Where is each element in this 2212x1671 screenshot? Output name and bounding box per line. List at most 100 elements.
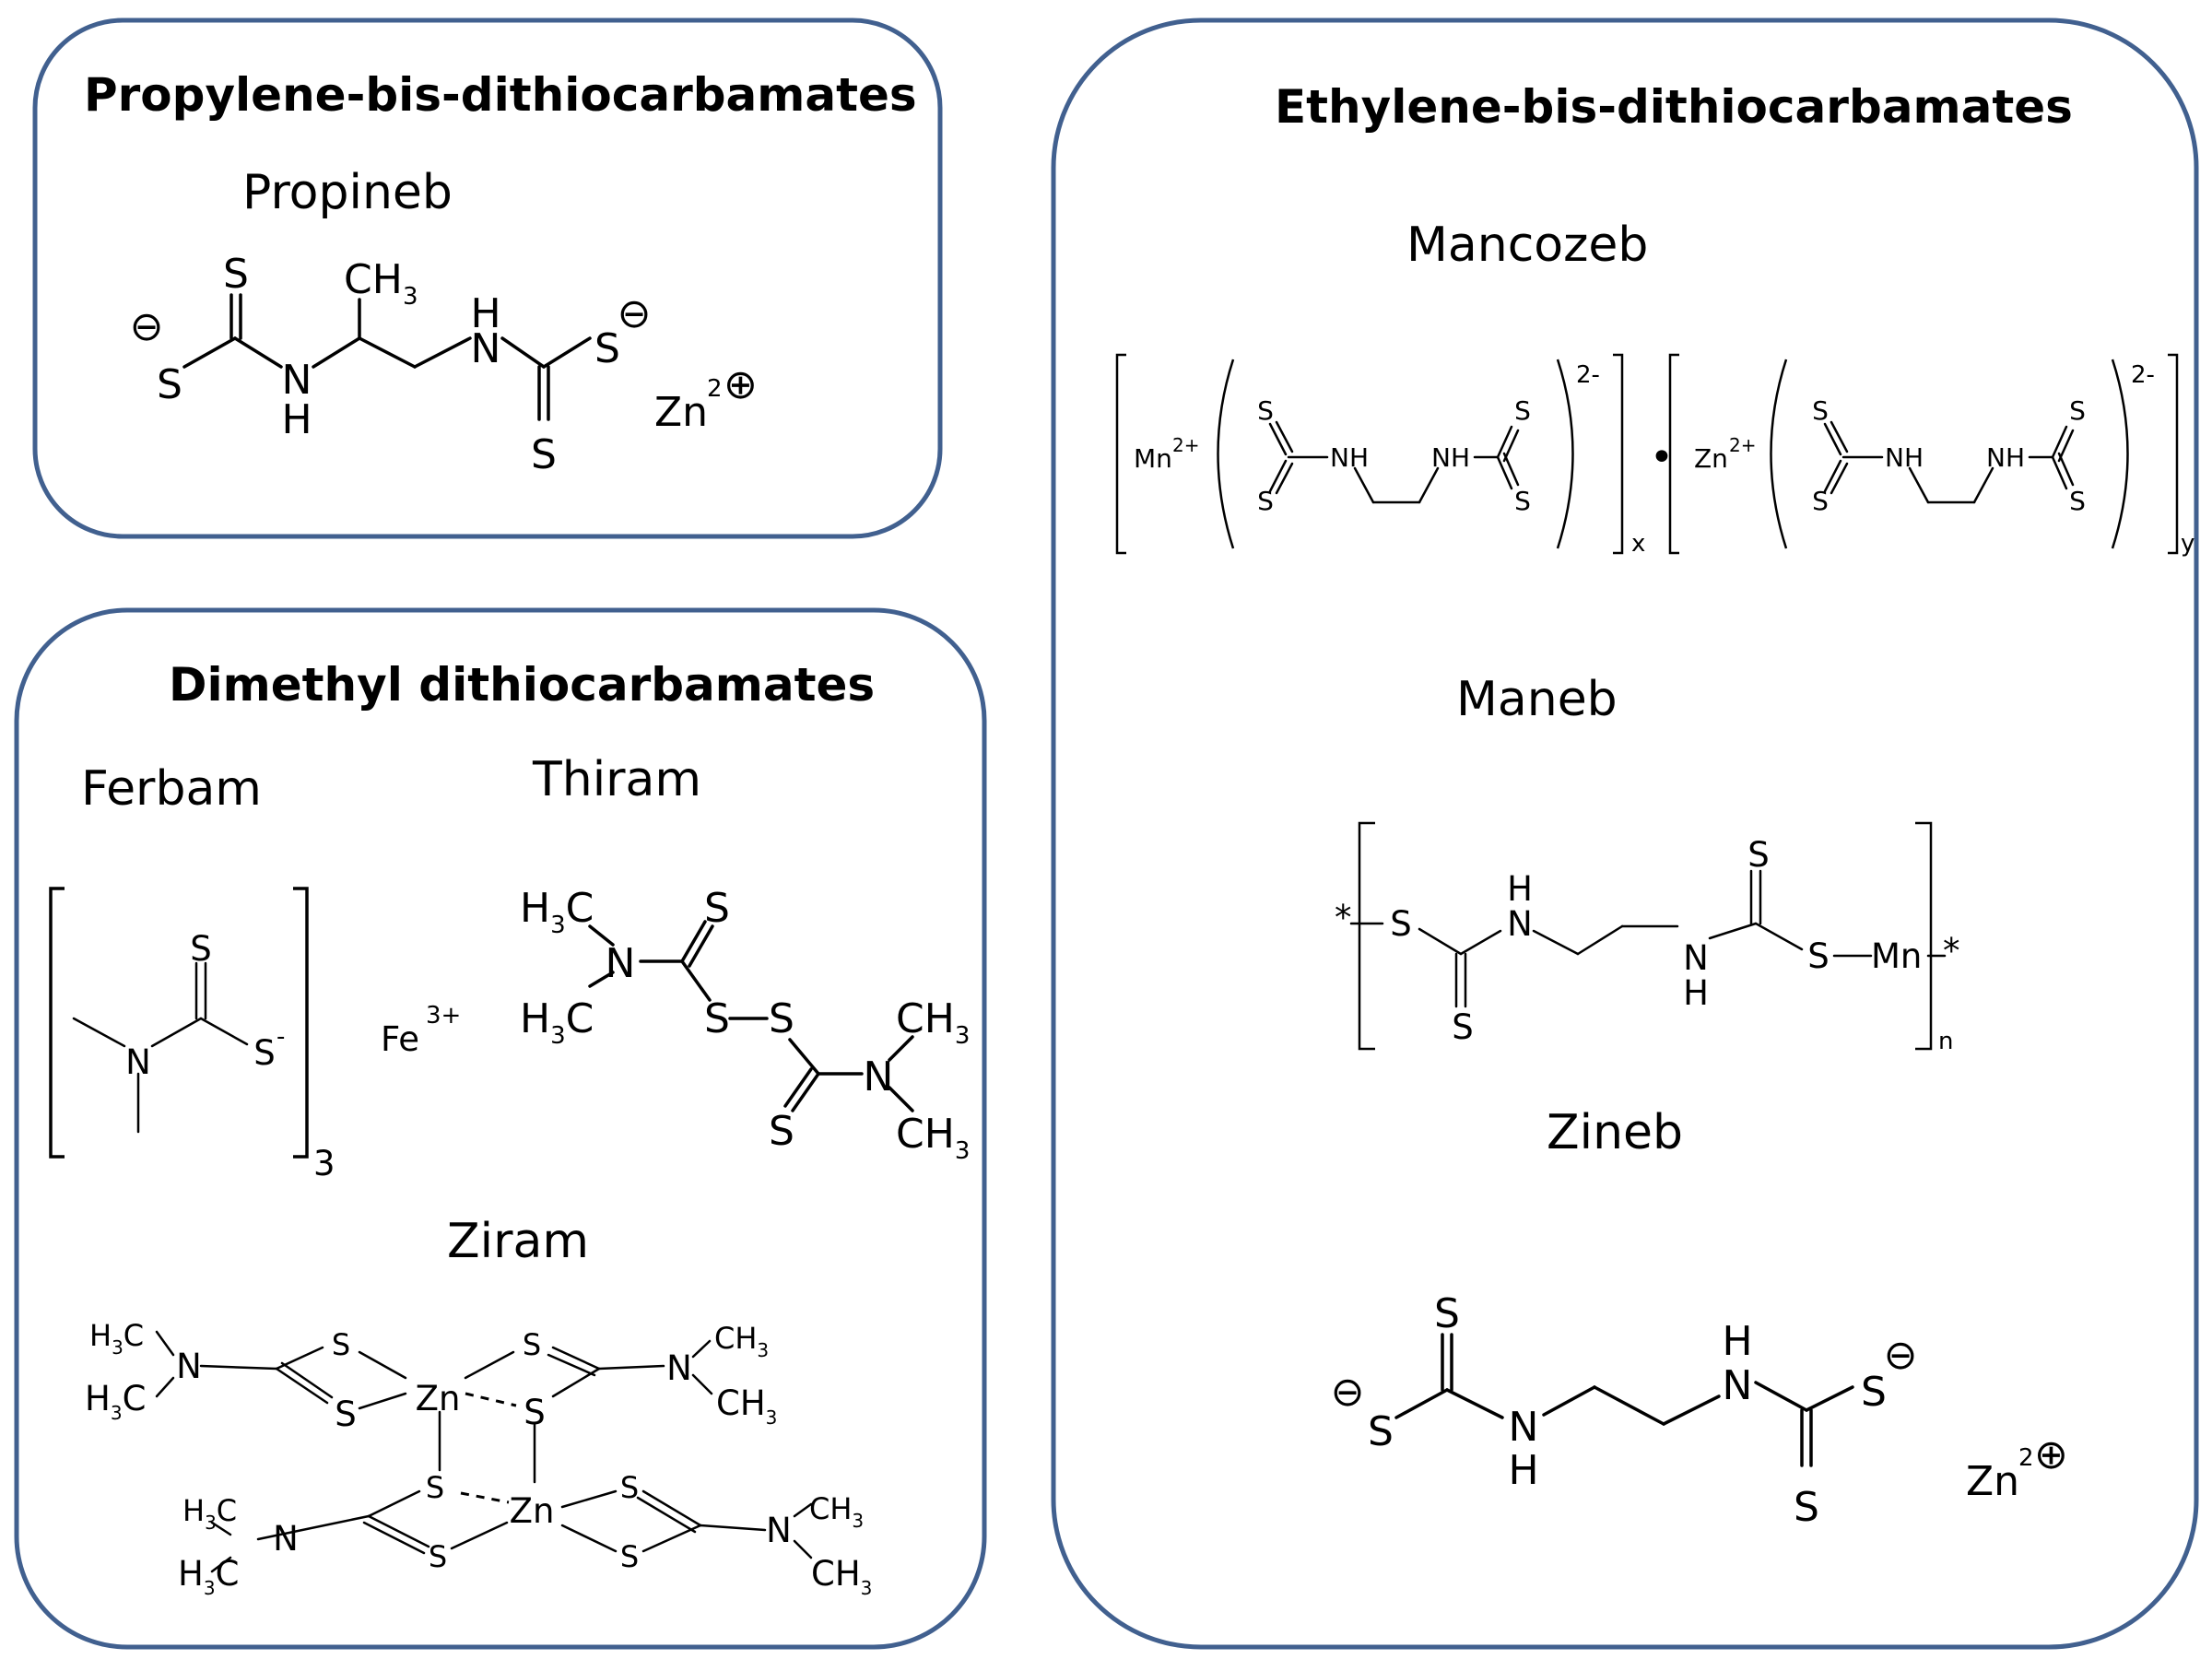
maneb-n2: N: [1683, 938, 1709, 978]
ziram-s3: S: [523, 1327, 541, 1362]
maneb-star-right: *: [1943, 931, 1960, 971]
propineb-structure: ⊖ S S N H CH 3 H N S ⊖ S Zn 2 ⊕: [130, 251, 758, 478]
zineb-s3: S: [1861, 1369, 1887, 1416]
maneb-h1: H: [1507, 869, 1533, 909]
zineb-minus-left: ⊖: [1331, 1369, 1365, 1416]
ziram-ch3-3: CH3: [809, 1491, 864, 1532]
ziram-n1: N: [176, 1347, 202, 1386]
ferbam-fe-charge: 3+: [426, 1002, 461, 1030]
thiram-n2: N: [864, 1053, 894, 1100]
ziram-ch3-1: CH3: [714, 1321, 769, 1361]
zineb-h2: H: [1722, 1318, 1752, 1365]
maneb-bracket-right: [1915, 821, 1933, 1051]
mancozeb-mn-charge: 2+: [1172, 434, 1199, 456]
zineb-structure: ⊖ S S N H H N S ⊖ S Zn 2 ⊕: [1331, 1290, 2068, 1531]
ziram-s8: S: [620, 1539, 639, 1574]
zineb-h1: H: [1508, 1447, 1538, 1494]
mancozeb-y: y: [2181, 530, 2194, 558]
maneb-s2: S: [1452, 1007, 1474, 1047]
propineb-s3: S: [594, 325, 620, 372]
ferbam-bracket-right: [293, 887, 309, 1159]
ziram-s6: S: [429, 1539, 447, 1574]
maneb-mn: Mn: [1871, 936, 1922, 976]
propineb-s2: S: [223, 251, 249, 298]
ferbam-bracket-left: [49, 887, 65, 1159]
ziram-n4: N: [766, 1511, 792, 1550]
propineb-ch: CH: [344, 256, 403, 303]
ziram-s7: S: [620, 1470, 639, 1505]
mancozeb-mn: Mn: [1134, 443, 1172, 474]
mancozeb-nh2: NH: [1431, 442, 1470, 473]
zineb-s4: S: [1794, 1484, 1819, 1531]
zineb-n1: N: [1509, 1404, 1539, 1451]
zineb-s2: S: [1434, 1290, 1460, 1337]
panel-dimethyl: [14, 607, 987, 1650]
zineb-n2: N: [1723, 1362, 1753, 1409]
maneb-s4: S: [1807, 936, 1830, 976]
mancozeb-nh3: NH: [1885, 442, 1924, 473]
propineb-s1: S: [157, 361, 182, 408]
propineb-label: Propineb: [242, 165, 453, 220]
thiram-label: Thiram: [532, 752, 701, 807]
mancozeb-zn-charge: 2+: [1729, 434, 1756, 456]
thiram-n1: N: [606, 940, 636, 987]
propineb-n2: N: [471, 325, 501, 372]
maneb-s3: S: [1747, 835, 1770, 875]
thiram-s2: S: [704, 995, 730, 1042]
mancozeb-s1: S: [1257, 395, 1274, 426]
mancozeb-s8: S: [2069, 486, 2086, 516]
ziram-h3c-1: H3C: [89, 1318, 144, 1359]
mancozeb-s5: S: [1812, 395, 1829, 426]
ziram-s2: S: [335, 1394, 357, 1434]
mancozeb-bracket-2-left: [1668, 353, 1679, 555]
propineb-zn-two: 2: [707, 375, 723, 403]
panel-ethylene: [1051, 18, 2199, 1650]
propineb-s4: S: [531, 431, 557, 478]
ferbam-n: N: [125, 1042, 151, 1082]
mancozeb-s7: S: [2069, 395, 2086, 426]
mancozeb-paren-2-left: [1770, 359, 1788, 549]
maneb-s1: S: [1390, 904, 1412, 944]
mancozeb-nh1: NH: [1330, 442, 1369, 473]
ziram-label: Ziram: [447, 1214, 589, 1269]
mancozeb-bracket-1-left: [1115, 353, 1126, 555]
mancozeb-bracket-2-right: [2168, 353, 2179, 555]
ziram-zn1: Zn: [416, 1379, 461, 1418]
maneb-label: Maneb: [1456, 672, 1618, 727]
ziram-zn2: Zn: [510, 1491, 555, 1531]
ziram-ch3-4: CH3: [811, 1554, 872, 1599]
ferbam-label: Ferbam: [81, 761, 262, 817]
thiram-ch3-2: CH3: [896, 1111, 970, 1165]
mancozeb-charge-2: 2-: [2131, 361, 2155, 389]
thiram-s1: S: [704, 885, 730, 932]
zineb-minus-right: ⊖: [1884, 1332, 1918, 1379]
mancozeb-label: Mancozeb: [1406, 218, 1648, 273]
maneb-bracket-left: [1358, 821, 1375, 1051]
panel-propylene: [32, 18, 943, 539]
propineb-zn: Zn: [654, 389, 708, 436]
zineb-zn: Zn: [1966, 1458, 2019, 1505]
mancozeb-charge-1: 2-: [1576, 361, 1600, 389]
thiram-s4: S: [769, 1108, 794, 1155]
ferbam-s2: S: [253, 1033, 276, 1073]
ziram-s5: S: [426, 1470, 444, 1505]
mancozeb-bracket-1-right: [1613, 353, 1624, 555]
maneb-n1: N: [1507, 904, 1533, 944]
ziram-h3c-3: H3C: [182, 1493, 237, 1534]
ferbam-structure: N S S - 3 Fe 3+: [49, 887, 461, 1183]
mancozeb-structure: Mn 2+ S S NH NH S S 2- x • Z: [1115, 353, 2194, 558]
propineb-minus-right: ⊖: [618, 290, 652, 337]
maneb-structure: * S H N S N H S S Mn * n: [1335, 821, 1960, 1055]
propineb-ch-sub: 3: [403, 283, 418, 311]
ziram-structure: H3C H3C N S S Zn S S N CH3 CH3 S Zn S S …: [85, 1318, 872, 1599]
mancozeb-zn: Zn: [1694, 443, 1728, 474]
ziram-ch3-2: CH3: [716, 1383, 777, 1429]
ziram-s1: S: [332, 1327, 350, 1362]
mancozeb-x: x: [1631, 530, 1645, 558]
zineb-s1: S: [1368, 1408, 1394, 1455]
propineb-h2: H: [470, 290, 500, 337]
mancozeb-paren-1-left: [1217, 359, 1235, 549]
propineb-h1: H: [281, 396, 312, 443]
mancozeb-s6: S: [1812, 486, 1829, 516]
